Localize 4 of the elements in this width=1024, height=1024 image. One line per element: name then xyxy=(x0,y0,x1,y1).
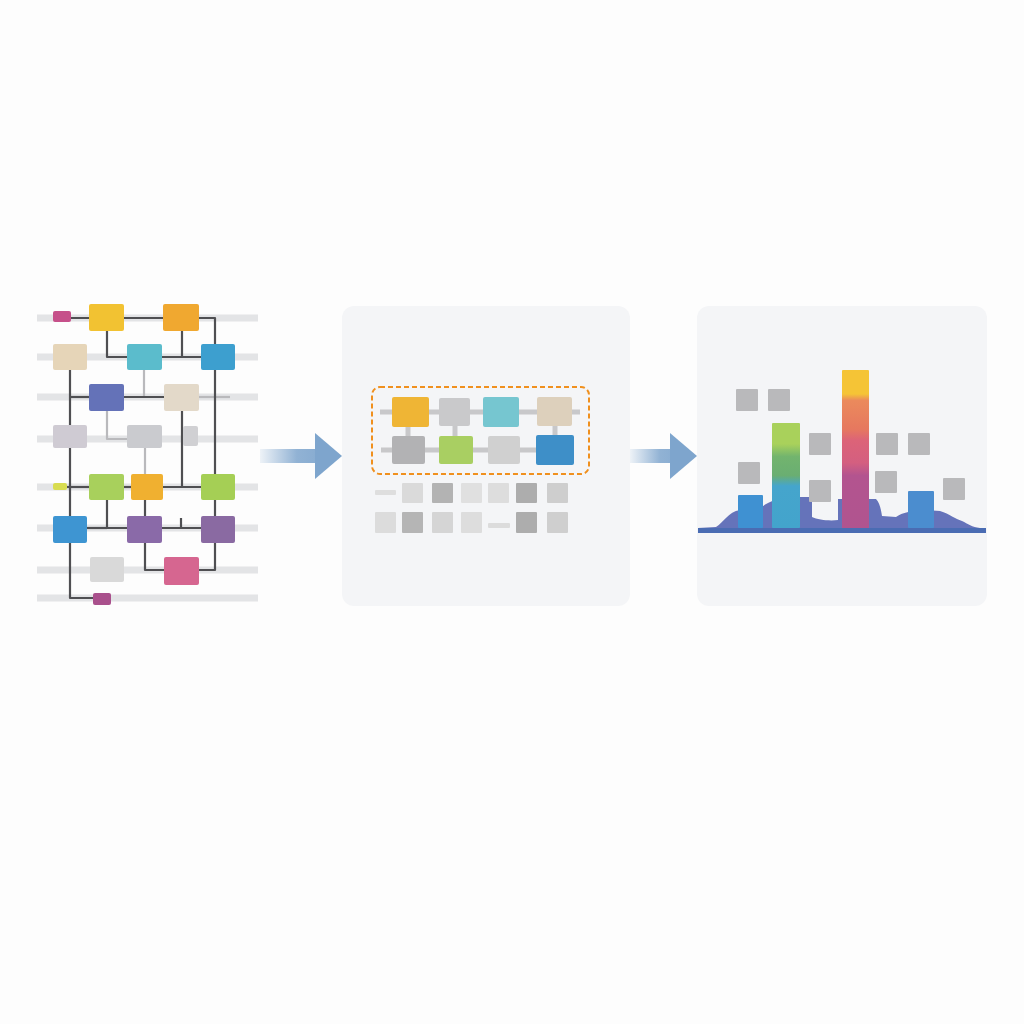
arrow xyxy=(260,433,342,479)
arrow xyxy=(630,433,697,479)
chart-panel xyxy=(697,306,987,606)
panel-card xyxy=(342,306,630,606)
